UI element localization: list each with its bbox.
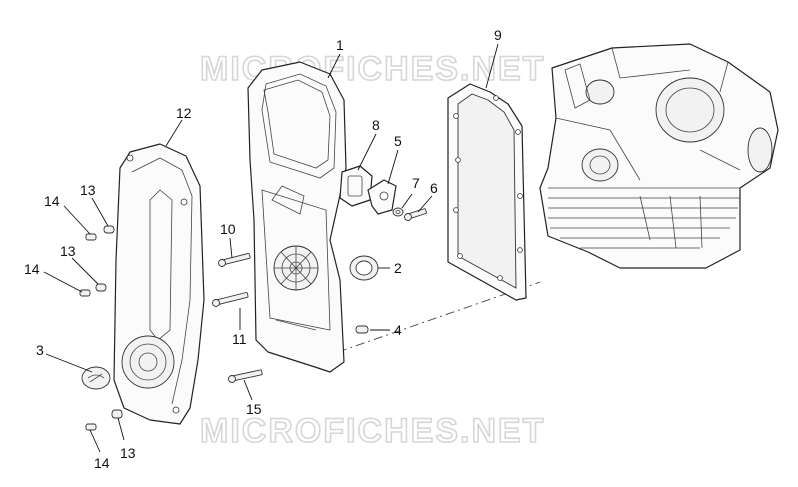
- callout-14-lower: 14: [94, 455, 110, 471]
- callout-6: 6: [430, 180, 438, 196]
- callout-14-middle: 14: [24, 261, 40, 277]
- bush-7: [392, 207, 404, 217]
- callout-8: 8: [372, 117, 380, 133]
- bracket-5: [367, 179, 397, 215]
- cap-3: [81, 366, 111, 390]
- bush-13-middle: [95, 283, 107, 292]
- callout-2: 2: [394, 260, 402, 276]
- engine-crankcase: [539, 43, 779, 269]
- gasket-9: [447, 83, 527, 301]
- callout-14-upper: 14: [44, 193, 60, 209]
- dowel-4: [355, 325, 369, 334]
- screw-6: [404, 208, 427, 221]
- screw-11: [212, 292, 249, 307]
- callout-4: 4: [394, 322, 402, 338]
- callout-15: 15: [246, 401, 262, 417]
- cover-12: [113, 143, 205, 425]
- callout-1: 1: [336, 37, 344, 53]
- screw-15: [228, 369, 263, 383]
- screw-10: [218, 252, 251, 267]
- watermark-bottom: MICROFICHES.NET: [200, 412, 545, 450]
- callout-10: 10: [220, 221, 236, 237]
- oil-seal-2: [349, 255, 379, 281]
- bush-13-upper: [103, 225, 115, 234]
- callout-13-upper: 13: [80, 182, 96, 198]
- callout-12: 12: [176, 105, 192, 121]
- plate-8: [339, 165, 373, 207]
- callout-9: 9: [494, 27, 502, 43]
- callout-11: 11: [232, 331, 247, 347]
- screw-14-upper: [85, 233, 97, 241]
- bush-13-lower: [111, 409, 123, 419]
- callout-7: 7: [412, 175, 420, 191]
- cover-1: [247, 61, 347, 373]
- leader-lines: [43, 43, 499, 453]
- callout-5: 5: [394, 133, 402, 149]
- screw-14-lower: [85, 423, 97, 431]
- screw-14-middle: [79, 289, 91, 297]
- callout-3: 3: [36, 342, 44, 358]
- callout-13-lower: 13: [120, 445, 136, 461]
- callout-13-middle: 13: [60, 243, 76, 259]
